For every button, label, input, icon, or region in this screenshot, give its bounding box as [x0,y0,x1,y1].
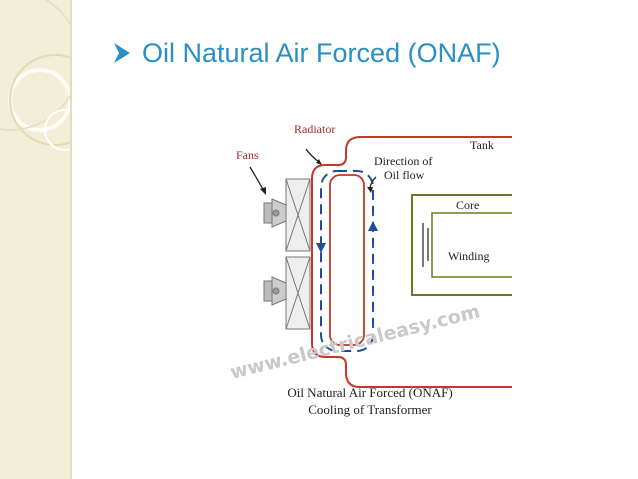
label-direction-line1: Direction of [374,154,432,168]
direction-pointer-arrow [367,176,377,193]
label-direction-line2: Oil flow [384,168,425,182]
oil-flow-loop [320,170,374,352]
oil-flow-arrow-down [316,243,326,253]
label-tank: Tank [470,138,494,152]
slide-title-text: Oil Natural Air Forced (ONAF) [142,38,501,68]
tank-outline [311,136,512,388]
radiator-inner [329,174,365,346]
decorative-sidebar [0,0,72,479]
slide-title: Oil Natural Air Forced (ONAF) [112,38,501,69]
core-inner [431,212,512,278]
onaf-diagram: www.electricaleasy.com Radiator Fans Tan… [220,115,520,430]
caption-line2: Cooling of Transformer [308,402,432,417]
arrow-bullet-icon [112,41,132,65]
oil-flow-arrow-up [368,221,378,231]
label-core: Core [456,198,479,212]
fans-pointer-arrow [249,166,266,195]
label-radiator: Radiator [294,122,335,136]
onaf-diagram-svg: www.electricaleasy.com Radiator Fans Tan… [228,122,512,417]
fans-group [263,178,311,330]
radiator-pointer-arrow [305,148,322,165]
label-winding: Winding [448,249,490,263]
core-outline [411,194,512,296]
label-fans: Fans [236,148,259,162]
watermark: www.electricaleasy.com [228,300,482,383]
sidebar-circles-decoration [0,0,70,151]
caption-line1: Oil Natural Air Forced (ONAF) [287,385,452,400]
